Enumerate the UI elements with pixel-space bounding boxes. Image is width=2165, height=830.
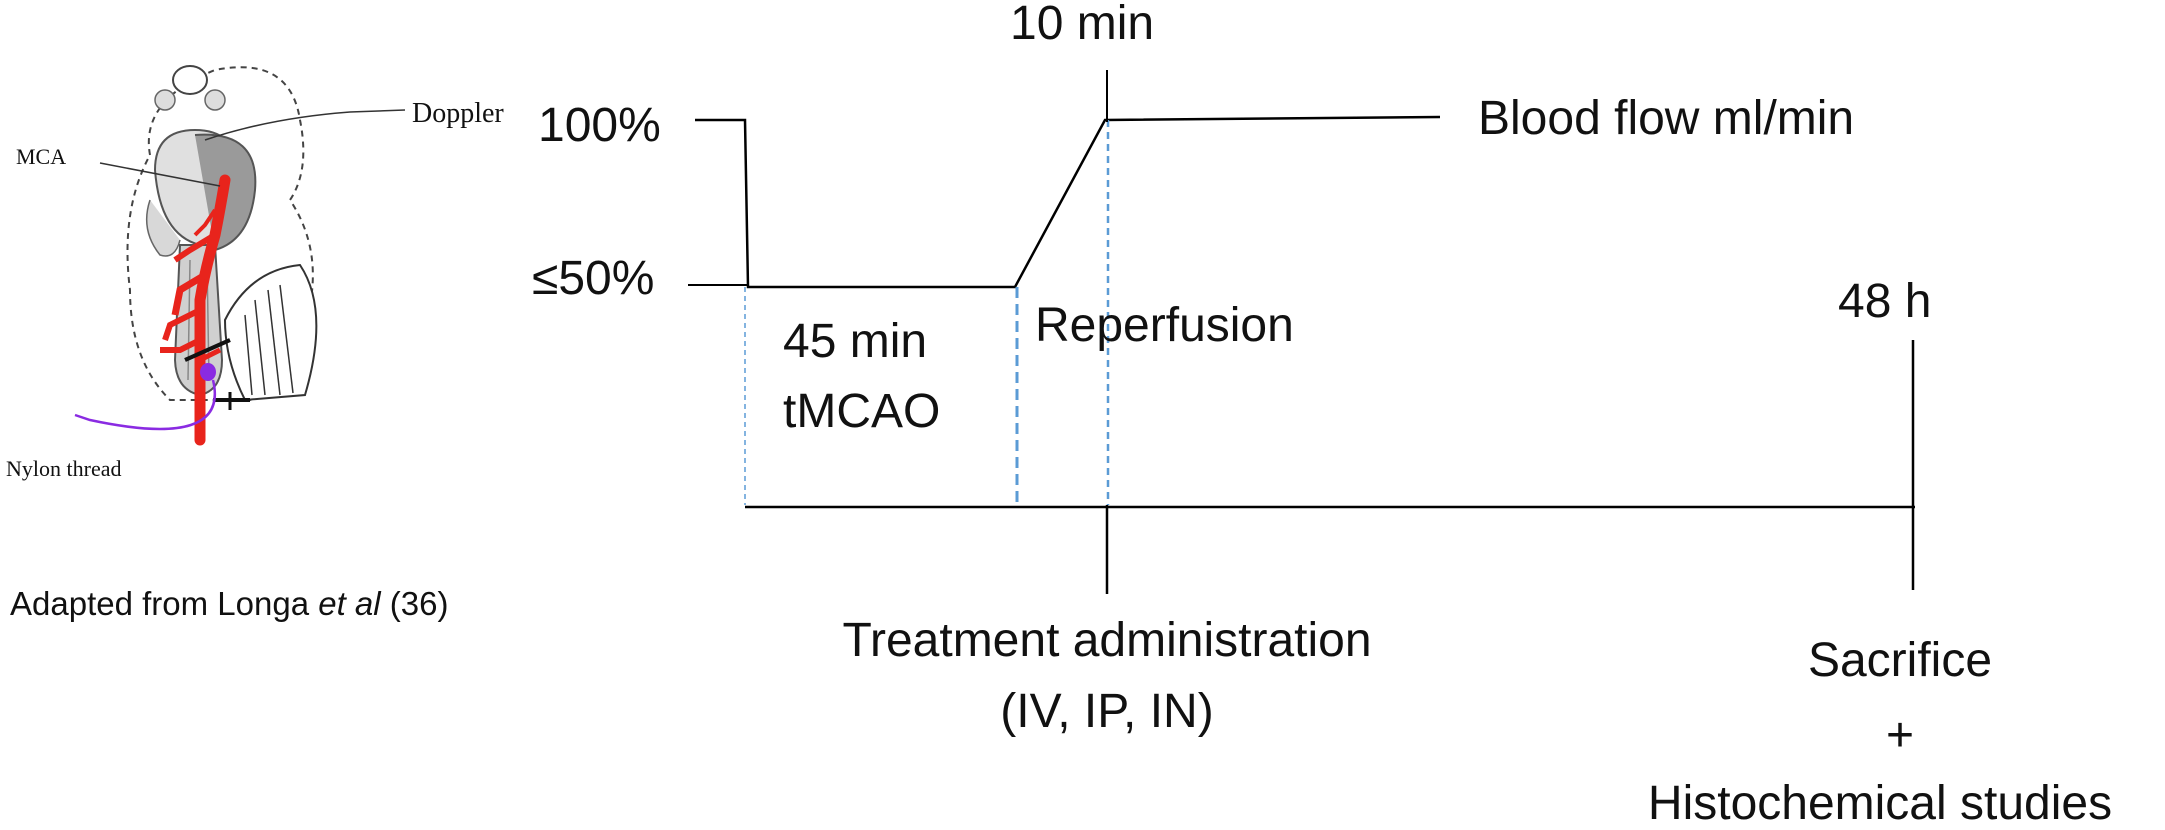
nylon-thread-line <box>74 379 216 431</box>
credit-prefix: Adapted from Longa <box>10 585 319 622</box>
occlusion-duration: 45 min <box>783 315 928 368</box>
credit-italic: et al <box>318 585 381 622</box>
level-100-label: 100% <box>538 99 661 152</box>
brain-illustration <box>74 65 406 446</box>
mca-pointer <box>99 162 221 187</box>
credit-suffix: (36) <box>380 585 449 622</box>
sacrifice-label: Sacrifice <box>1807 634 1993 687</box>
doppler-label: Doppler <box>412 98 504 129</box>
ten-min-label: 10 min <box>1010 0 1155 50</box>
histochemical-label: Histochemical studies <box>1647 777 2113 830</box>
treatment-label: Treatment administration <box>842 614 1372 667</box>
occlusion-name: tMCAO <box>783 385 941 438</box>
nylon-thread-label: Nylon thread <box>6 456 122 481</box>
level-50-label: ≤50% <box>532 252 655 305</box>
end-time-label: 48 h <box>1838 275 1932 328</box>
series-label: Blood flow ml/min <box>1478 92 1855 145</box>
blood-flow-trace <box>695 115 1441 289</box>
doppler-pointer <box>204 109 406 141</box>
treatment-routes: (IV, IP, IN) <box>1000 685 1214 738</box>
mca-label: MCA <box>16 144 67 169</box>
skull-outline <box>126 66 314 401</box>
sacrifice-plus: + <box>1885 709 1915 762</box>
reperfusion-label: Reperfusion <box>1035 299 1294 352</box>
credit-text: Adapted from Longa et al (36) <box>10 587 448 620</box>
